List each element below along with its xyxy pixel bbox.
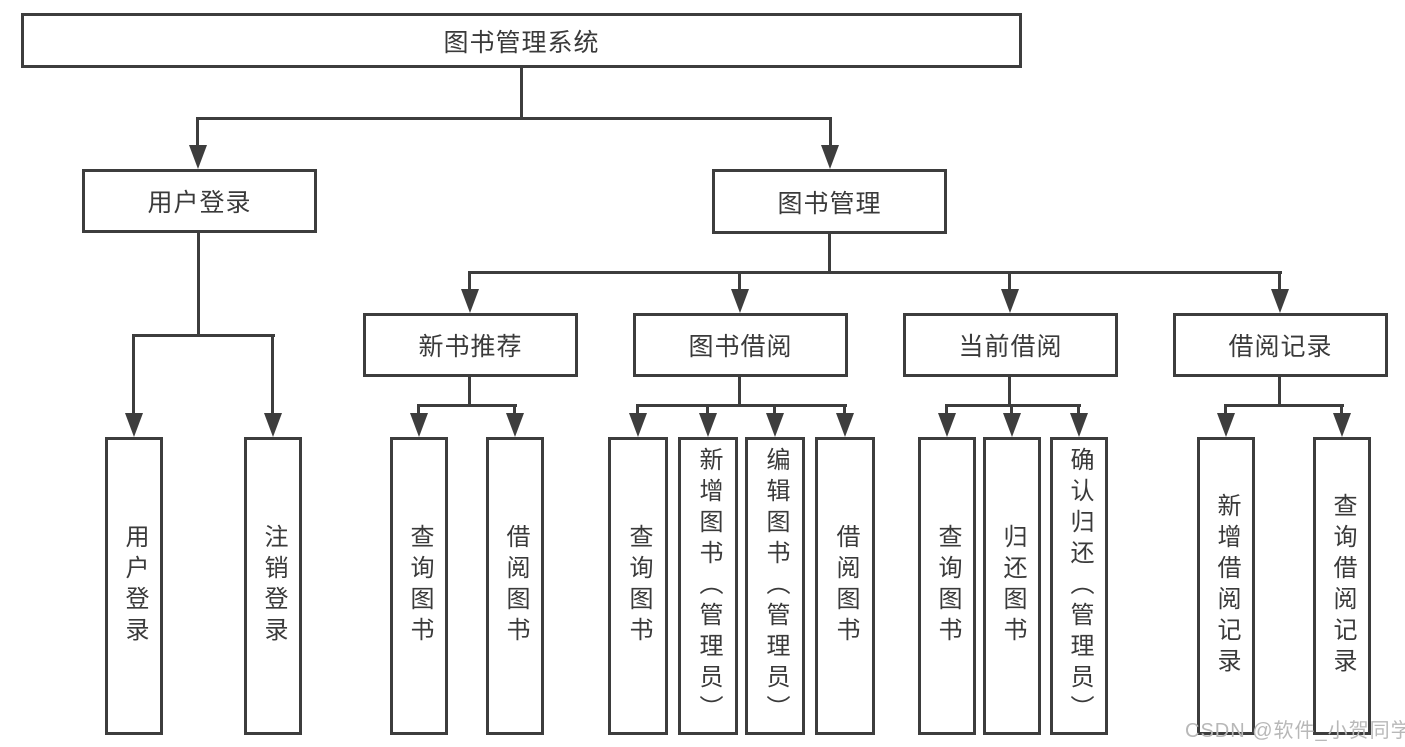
node-user-login: 用户登录 [82,169,317,233]
connector-line [417,404,420,416]
connector-arrowhead [189,145,207,169]
connector-arrowhead [1001,289,1019,313]
leaf-add-book-admin: 新增图书（管理员） [678,437,738,735]
connector-line [636,404,847,407]
connector-line [828,234,831,274]
connector-line [945,404,1081,407]
leaf-borrow-books: 借阅图书 [815,437,875,735]
connector-line [132,334,135,415]
leaf-logout: 注销登录 [244,437,302,735]
connector-line [1077,404,1080,416]
connector-arrowhead [766,413,784,437]
connector-line [417,404,517,407]
connector-line [843,404,846,416]
connector-line [1278,377,1281,407]
connector-line [271,334,274,415]
leaf-query-books-current: 查询图书 [918,437,976,735]
connector-arrowhead [1070,413,1088,437]
connector-arrowhead [1003,413,1021,437]
connector-line [773,404,776,416]
connector-arrowhead [699,413,717,437]
connector-line [197,233,200,337]
leaf-add-borrow-record: 新增借阅记录 [1197,437,1255,735]
watermark: CSDN @软件_小贺同学 [1185,720,1405,742]
connector-arrowhead [125,413,143,437]
connector-line [1278,271,1281,293]
connector-line [945,404,948,416]
connector-line [468,377,471,407]
connector-arrowhead [506,413,524,437]
connector-arrowhead [821,145,839,169]
leaf-edit-book-admin: 编辑图书（管理员） [745,437,805,735]
connector-arrowhead [836,413,854,437]
connector-arrowhead [461,289,479,313]
connector-line [513,404,516,416]
connector-arrowhead [264,413,282,437]
connector-arrowhead [1333,413,1351,437]
connector-line [196,117,832,120]
connector-line [1008,271,1011,293]
connector-line [520,68,523,118]
node-current-borrow: 当前借阅 [903,313,1118,377]
connector-line [1224,404,1227,416]
connector-arrowhead [410,413,428,437]
connector-line [636,404,639,416]
connector-line [132,334,275,337]
connector-line [468,271,471,293]
connector-arrowhead [629,413,647,437]
connector-line [1010,404,1013,416]
leaf-query-borrow-record: 查询借阅记录 [1313,437,1371,735]
leaf-borrow-books-recommend: 借阅图书 [486,437,544,735]
leaf-user-login: 用户登录 [105,437,163,735]
connector-line [738,271,741,293]
node-new-book-recommend: 新书推荐 [363,313,578,377]
leaf-query-books-borrow: 查询图书 [608,437,668,735]
connector-line [468,271,1282,274]
connector-arrowhead [1217,413,1235,437]
connector-line [738,377,741,407]
node-root: 图书管理系统 [21,13,1022,68]
connector-line [1008,377,1011,407]
connector-arrowhead [938,413,956,437]
leaf-query-books-recommend: 查询图书 [390,437,448,735]
node-borrow-records: 借阅记录 [1173,313,1388,377]
connector-line [1340,404,1343,416]
node-book-borrow: 图书借阅 [633,313,848,377]
connector-line [196,117,199,147]
connector-arrowhead [1271,289,1289,313]
leaf-confirm-return-admin: 确认归还（管理员） [1050,437,1108,735]
connector-line [829,117,832,147]
connector-line [706,404,709,416]
connector-line [1224,404,1344,407]
node-book-management: 图书管理 [712,169,947,234]
leaf-return-books: 归还图书 [983,437,1041,735]
connector-arrowhead [731,289,749,313]
